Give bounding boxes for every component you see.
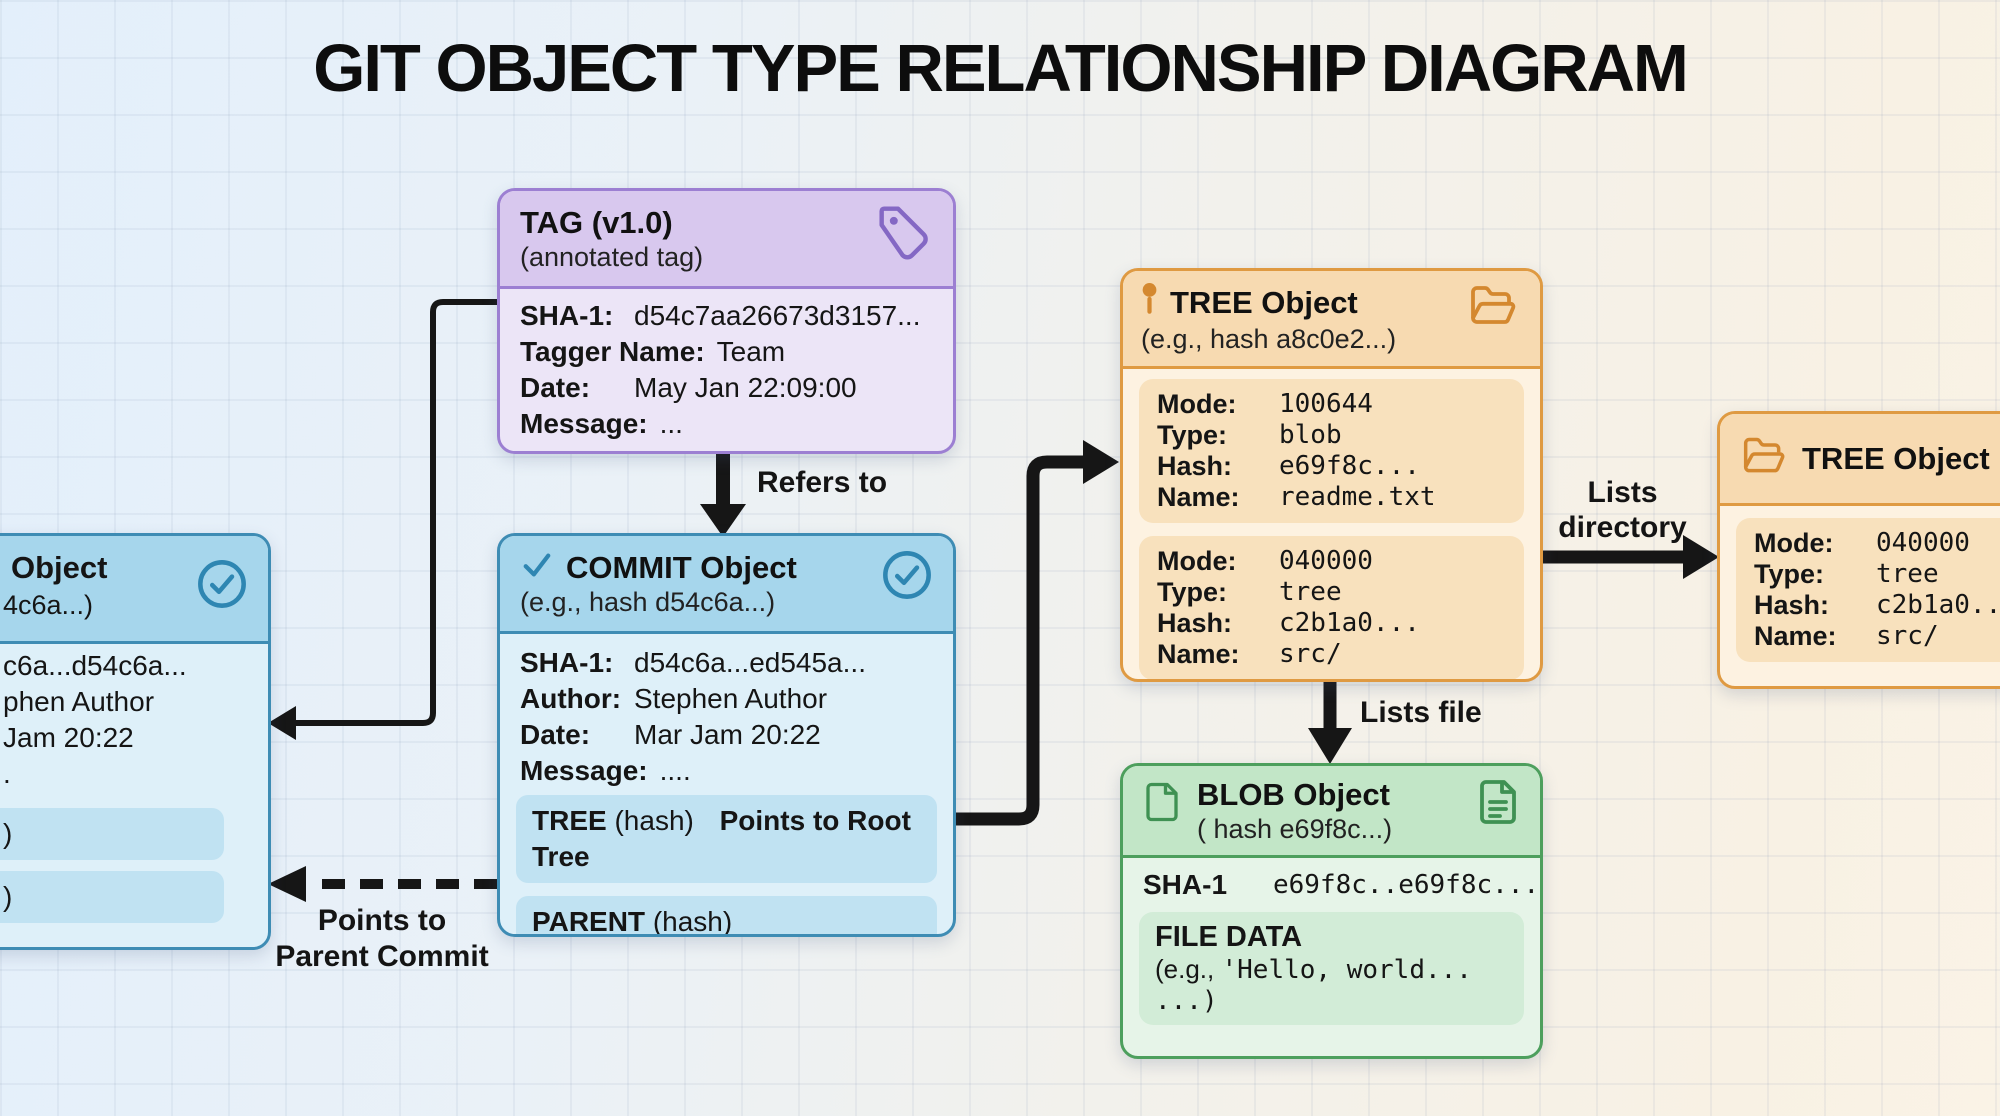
parent-box-rows: c6a...d54c6a... phen Author Jam 20:22 . [3, 650, 187, 789]
commit-tree-to-tree-arrow [950, 440, 1119, 826]
file-data-card: FILE DATA (e.g., 'Hello, world... ...) [1139, 912, 1524, 1025]
lists-file-arrow [1308, 676, 1352, 764]
pin-icon [1141, 282, 1158, 323]
tree-box-title: TREE Object [1170, 285, 1358, 320]
folder-icon [1464, 282, 1522, 335]
parent-box-header: Object 4c6a...) [0, 536, 268, 644]
tag-box-subtitle: (annotated tag) [520, 242, 704, 272]
commit-box-title: COMMIT Object [566, 550, 797, 585]
tag-field-message: Message:... [520, 408, 683, 439]
commit-box-header: COMMIT Object (e.g., hash d54c6a...) [500, 536, 953, 634]
commit-field-message: Message:.... [520, 755, 691, 786]
tag-icon [877, 204, 933, 265]
lists-directory-label: Lists directory [1558, 476, 1687, 544]
blob-object-box: BLOB Object ( hash e69f8c...) SHA-1 e69f… [1120, 763, 1543, 1059]
tag-box-header: TAG (v1.0) (annotated tag) [500, 191, 953, 289]
tree-right-box-title: TREE Object [1802, 441, 1990, 476]
tree-box-header: TREE Object (e.g., hash a8c0e2...) [1123, 271, 1540, 369]
tag-field-sha: SHA-1:d54c7aa26673d3157... [520, 300, 921, 331]
points-to-parent-arrow [268, 866, 497, 902]
tree-hash-pill: TREE (hash) Points to Root Tree [516, 795, 937, 883]
parent-hash-pill: PARENT (hash) [516, 896, 937, 934]
parent-box-pill-2: ) [0, 871, 224, 923]
tree-object-box: TREE Object (e.g., hash a8c0e2...) Mode:… [1120, 268, 1543, 682]
commit-box-body: SHA-1:d54c6a...ed545a... Author:Stephen … [500, 634, 953, 789]
check-icon [520, 550, 554, 585]
check-circle-icon [196, 558, 248, 615]
file-text-icon [1474, 776, 1522, 833]
tree-object-box-right: TREE Object Mode:040000 Type:tree Hash:c… [1717, 411, 2000, 689]
blob-box-body: SHA-1 e69f8c..e69f8c... FILE DATA (e.g.,… [1123, 858, 1540, 1033]
tag-box-body: SHA-1:d54c7aa26673d3157... Tagger Name:T… [500, 289, 953, 451]
file-icon [1141, 776, 1183, 833]
tag-box-title: TAG (v1.0) [520, 205, 673, 240]
lists-directory-arrow [1537, 535, 1719, 579]
tag-to-parent-commit-arrow [268, 299, 497, 740]
blob-box-title: BLOB Object [1197, 777, 1390, 812]
blob-box-subtitle: ( hash e69f8c...) [1197, 814, 1393, 844]
tag-field-tagger: Tagger Name:Team [520, 336, 786, 367]
tag-object-box: TAG (v1.0) (annotated tag) SHA-1:d54c7aa… [497, 188, 956, 454]
parent-box-title-fragment: Object [11, 550, 108, 585]
file-data-title: FILE DATA [1155, 921, 1303, 953]
lists-file-label: Lists file [1360, 696, 1482, 729]
parent-commit-object-box: Object 4c6a...) c6a...d54c6a... phen Aut… [0, 533, 271, 950]
refers-to-label: Refers to [757, 466, 888, 499]
blob-sha-row: SHA-1 e69f8c..e69f8c... [1143, 869, 1540, 900]
page-title: GIT OBJECT TYPE RELATIONSHIP DIAGRAM [313, 31, 1689, 106]
blob-box-header: BLOB Object ( hash e69f8c...) [1123, 766, 1540, 858]
commit-box-subtitle: (e.g., hash d54c6a...) [520, 587, 776, 617]
folder-icon [1738, 434, 1790, 483]
parent-box-subtitle-fragment: 4c6a...) [3, 590, 94, 620]
tree-entry-tree: Mode:040000 Type:tree Hash:c2b1a0... Nam… [1139, 536, 1524, 679]
parent-box-pill-1: ) [0, 808, 224, 860]
tag-field-date: Date:May Jan 22:09:00 [520, 372, 857, 403]
check-circle-icon [881, 549, 933, 606]
commit-object-box: COMMIT Object (e.g., hash d54c6a...) SHA… [497, 533, 956, 937]
tree-box-subtitle: (e.g., hash a8c0e2...) [1141, 324, 1397, 354]
tree-right-box-header: TREE Object [1720, 414, 2000, 506]
commit-field-sha: SHA-1:d54c6a...ed545a... [520, 647, 866, 678]
tree-box-body: Mode:100644 Type:blob Hash:e69f8c... Nam… [1123, 369, 1540, 679]
tree-right-entry: Mode:040000 Type:tree Hash:c2b1a0... Nam… [1736, 518, 2000, 662]
points-to-parent-label: Points to Parent Commit [275, 904, 489, 973]
commit-field-author: Author:Stephen Author [520, 683, 828, 714]
tree-right-box-body: Mode:040000 Type:tree Hash:c2b1a0... Nam… [1720, 506, 2000, 686]
tree-entry-blob: Mode:100644 Type:blob Hash:e69f8c... Nam… [1139, 379, 1524, 523]
commit-field-date: Date:Mar Jam 20:22 [520, 719, 821, 750]
refers-to-arrow [700, 448, 746, 537]
